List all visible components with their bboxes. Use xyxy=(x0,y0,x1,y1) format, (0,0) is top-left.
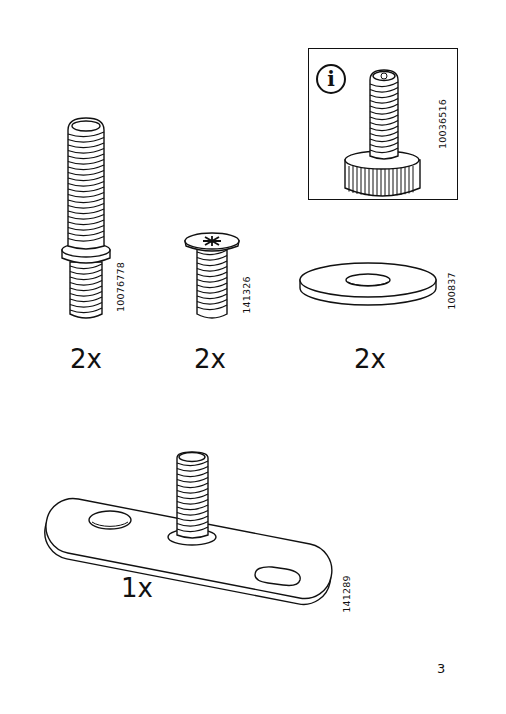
knurl-line xyxy=(365,166,366,195)
knurl-line xyxy=(373,166,374,196)
thread-line xyxy=(370,132,398,137)
thread-line xyxy=(68,143,104,148)
thread-line xyxy=(197,294,227,299)
thread-line xyxy=(70,281,102,286)
thread-line xyxy=(70,297,102,302)
thread-line xyxy=(197,278,227,283)
thread-line xyxy=(68,204,104,209)
thread-line xyxy=(370,121,398,126)
stud-bolt xyxy=(62,118,110,318)
thread-line xyxy=(68,165,104,170)
knurl-line xyxy=(405,166,406,194)
thread-line xyxy=(68,198,104,203)
thread-line xyxy=(197,300,227,305)
thread-line xyxy=(68,154,104,159)
thread-line xyxy=(177,489,208,494)
knurl-line xyxy=(409,166,410,193)
thread-line xyxy=(68,176,104,181)
quantity: 2x xyxy=(354,346,386,372)
thread-line xyxy=(70,275,102,280)
thread-line xyxy=(370,143,398,148)
thread-line xyxy=(370,88,398,93)
thread-line xyxy=(197,283,227,288)
thread-line xyxy=(177,478,208,483)
thread-line xyxy=(68,138,104,143)
knurl-line xyxy=(413,166,414,192)
part-number: 100837 xyxy=(447,272,457,309)
thread-line xyxy=(177,522,208,527)
washer xyxy=(300,263,436,305)
quantity: 2x xyxy=(194,346,226,372)
knurl-line xyxy=(361,166,362,195)
thread-line xyxy=(370,126,398,131)
thread-line xyxy=(68,226,104,231)
thread-line xyxy=(68,215,104,220)
quantity: 1x xyxy=(121,575,153,601)
page-number: 3 xyxy=(437,662,445,675)
thread-line xyxy=(177,516,208,521)
part-number: 141326 xyxy=(242,276,252,313)
thread-line xyxy=(68,193,104,198)
thread-line xyxy=(370,110,398,115)
thread-line xyxy=(68,149,104,154)
thread-line xyxy=(177,467,208,472)
knurl-line xyxy=(381,166,382,196)
thread-line xyxy=(68,237,104,242)
thread-line xyxy=(70,303,102,308)
thread-line xyxy=(68,231,104,236)
thread-line xyxy=(370,137,398,142)
knurl-line xyxy=(349,166,350,192)
knob-bolt xyxy=(345,70,420,196)
thread-line xyxy=(197,272,227,277)
connector-plate xyxy=(40,452,336,609)
knurl-line xyxy=(369,166,370,195)
thread-line xyxy=(70,264,102,269)
thread-line xyxy=(70,308,102,313)
thread-line xyxy=(177,483,208,488)
thread-line xyxy=(370,148,398,153)
part-number: 10076778 xyxy=(116,262,126,312)
thread-line xyxy=(68,182,104,187)
knurl-line xyxy=(397,166,398,195)
info-box: 10036516 i xyxy=(308,48,458,200)
thread-line xyxy=(370,115,398,120)
thread-line xyxy=(177,511,208,516)
thread-line xyxy=(197,289,227,294)
quantity: 2x xyxy=(70,346,102,372)
info-icon: i xyxy=(316,64,346,94)
part-number: 141289 xyxy=(342,575,352,612)
thread-line xyxy=(177,527,208,532)
screw xyxy=(185,233,239,318)
thread-line xyxy=(370,82,398,87)
thread-line xyxy=(68,220,104,225)
thread-line xyxy=(68,209,104,214)
thread-line xyxy=(177,494,208,499)
part-number: 10036516 xyxy=(438,99,448,149)
thread-line xyxy=(370,104,398,109)
thread-line xyxy=(68,187,104,192)
thread-line xyxy=(197,267,227,272)
thread-line xyxy=(197,261,227,266)
knurl-line xyxy=(357,166,358,194)
thread-line xyxy=(177,472,208,477)
thread-line xyxy=(70,292,102,297)
thread-line xyxy=(70,286,102,291)
knurl-line xyxy=(401,166,402,195)
thread-line xyxy=(68,160,104,165)
knurl-line xyxy=(353,166,354,193)
thread-line xyxy=(197,256,227,261)
thread-line xyxy=(197,305,227,310)
knurl-line xyxy=(393,166,394,196)
thread-line xyxy=(70,270,102,275)
knurl-line xyxy=(389,166,390,196)
thread-line xyxy=(370,99,398,104)
knurl-line xyxy=(385,166,386,196)
info-symbol: i xyxy=(327,69,335,89)
knurl-line xyxy=(377,166,378,196)
thread-line xyxy=(68,132,104,137)
thread-line xyxy=(177,500,208,505)
thread-line xyxy=(370,93,398,98)
thread-line xyxy=(177,505,208,510)
thread-line xyxy=(68,171,104,176)
